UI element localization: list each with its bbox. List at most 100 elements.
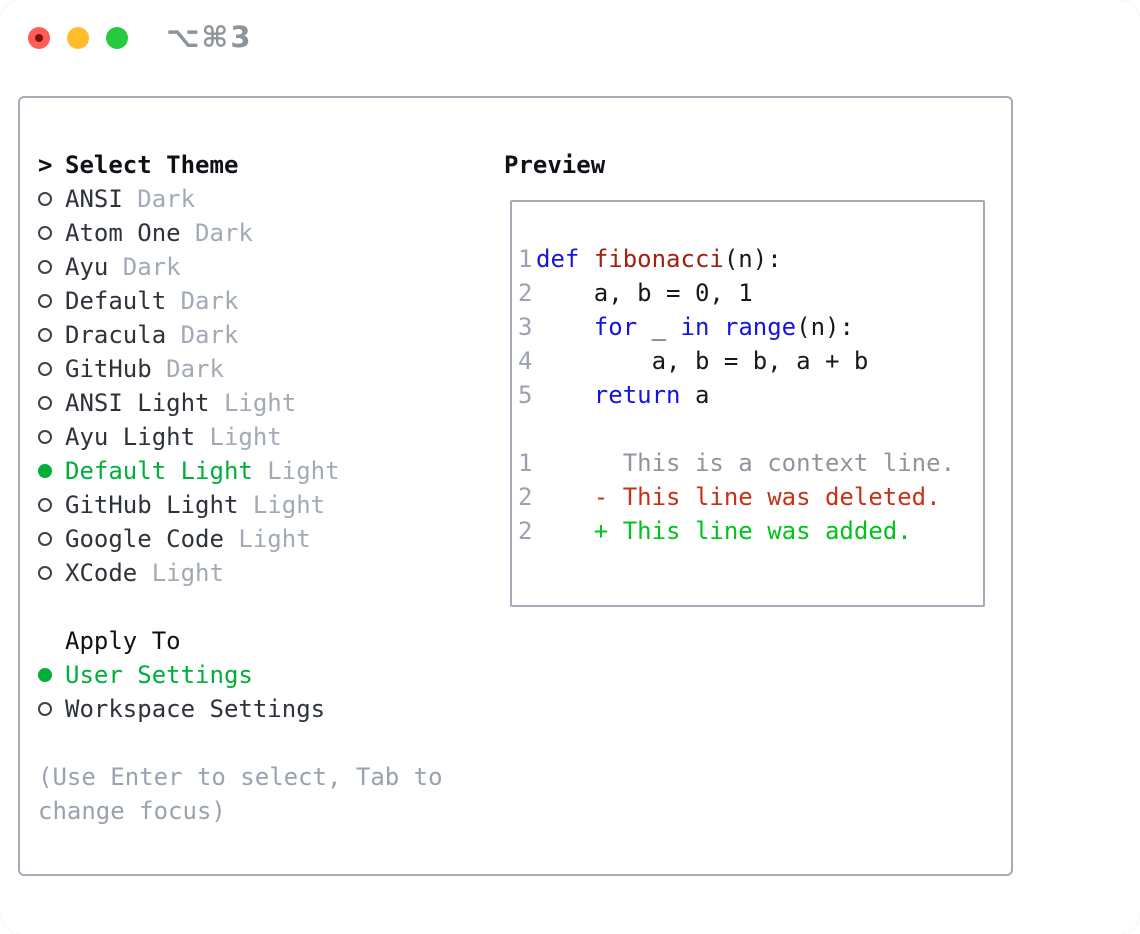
theme-variant-tag: Light — [137, 559, 224, 587]
theme-option[interactable]: GitHub Dark — [38, 352, 443, 386]
diff-text: This is a context line. — [536, 449, 956, 477]
theme-name: Dracula — [65, 321, 167, 349]
radio-unselected-icon — [38, 294, 52, 308]
theme-name: Google Code — [65, 525, 224, 553]
theme-name: Default Light — [65, 457, 253, 485]
radio-unselected-icon — [38, 566, 52, 580]
theme-option[interactable]: Default Dark — [38, 284, 443, 318]
theme-option[interactable]: Google Code Light — [38, 522, 443, 556]
radio-unselected-icon — [38, 328, 52, 342]
theme-variant-tag: Dark — [180, 219, 253, 247]
code-line: 5 return a — [518, 378, 983, 412]
code-token: _ — [637, 313, 681, 341]
code-token — [579, 245, 593, 273]
line-number: 4 — [518, 347, 533, 375]
spacer — [38, 590, 443, 624]
titlebar: ⌥⌘3 — [0, 0, 1140, 76]
theme-variant-tag: Light — [195, 423, 282, 451]
theme-variant-tag: Light — [209, 389, 297, 417]
theme-name: Ayu — [65, 253, 109, 281]
apply-option[interactable]: Workspace Settings — [38, 692, 443, 726]
theme-variant-tag: Light — [223, 525, 311, 553]
theme-variant-tag: Dark — [108, 253, 181, 281]
code-line: 4 a, b = b, a + b — [518, 344, 983, 378]
theme-option[interactable]: Dracula Dark — [38, 318, 443, 352]
close-button[interactable] — [28, 27, 50, 49]
radio-unselected-icon — [38, 498, 52, 512]
theme-option[interactable]: XCode Light — [38, 556, 443, 590]
radio-selected-icon — [38, 464, 52, 478]
theme-variant-tag: Dark — [151, 355, 224, 383]
code-token — [536, 313, 594, 341]
close-dot-icon — [35, 34, 43, 42]
apply-option[interactable]: User Settings — [38, 658, 443, 692]
line-number: 2 — [518, 517, 533, 545]
radio-unselected-icon — [38, 192, 52, 206]
code-token — [709, 313, 723, 341]
code-line: 2 a, b = 0, 1 — [518, 276, 983, 310]
line-number: 3 — [518, 313, 533, 341]
code-token: for — [593, 313, 638, 341]
code-token: (n): — [723, 245, 782, 273]
apply-option-label: User Settings — [65, 661, 253, 689]
radio-unselected-icon — [38, 532, 52, 546]
code-token: in — [680, 313, 710, 341]
spacer — [518, 412, 983, 446]
code-token: def — [536, 245, 580, 273]
line-number: 5 — [518, 381, 533, 409]
radio-unselected-icon — [38, 362, 52, 376]
keyboard-shortcut-label: ⌥⌘3 — [166, 20, 253, 54]
theme-option[interactable]: Ayu Dark — [38, 250, 443, 284]
select-theme-title: Select Theme — [65, 151, 239, 179]
code-line: 3 for _ in range(n): — [518, 310, 983, 344]
theme-option[interactable]: GitHub Light Light — [38, 488, 443, 522]
apply-to-header: Apply To — [38, 624, 443, 658]
code-token: (n): — [796, 313, 854, 341]
theme-option[interactable]: Atom One Dark — [38, 216, 443, 250]
zoom-button[interactable] — [106, 27, 128, 49]
theme-variant-tag: Dark — [166, 287, 239, 315]
diff-line: 2 + This line was added. — [518, 514, 983, 548]
theme-option[interactable]: Ayu Light Light — [38, 420, 443, 454]
theme-name: XCode — [65, 559, 138, 587]
radio-unselected-icon — [38, 260, 52, 274]
hint-text-line-2: change focus) — [38, 797, 226, 825]
theme-variant-tag: Dark — [122, 185, 196, 213]
theme-name: Atom One — [65, 219, 181, 247]
theme-option[interactable]: ANSI Dark — [38, 182, 443, 216]
radio-unselected-icon — [38, 430, 52, 444]
code-token: range — [723, 313, 797, 341]
spacer — [38, 726, 443, 760]
radio-selected-icon — [38, 668, 52, 682]
diff-line: 1 This is a context line. — [518, 446, 983, 480]
theme-name: GitHub Light — [65, 491, 239, 519]
code-token — [536, 381, 594, 409]
diff-text: - This line was deleted. — [536, 483, 941, 511]
theme-name: Default — [65, 287, 167, 315]
code-token: return — [593, 381, 681, 409]
theme-variant-tag: Light — [238, 491, 326, 519]
theme-option[interactable]: ANSI Light Light — [38, 386, 443, 420]
diff-text: + This line was added. — [536, 517, 912, 545]
prompt-icon: > — [38, 151, 53, 179]
minimize-button[interactable] — [67, 27, 89, 49]
radio-unselected-icon — [38, 702, 52, 716]
apply-to-title: Apply To — [65, 627, 181, 655]
theme-name: ANSI Light — [65, 389, 210, 417]
radio-unselected-icon — [38, 226, 52, 240]
line-number: 2 — [518, 483, 533, 511]
theme-name: GitHub — [65, 355, 152, 383]
apply-option-label: Workspace Settings — [65, 695, 326, 723]
theme-option[interactable]: Default Light Light — [38, 454, 443, 488]
diff-line: 2 - This line was deleted. — [518, 480, 983, 514]
theme-name: ANSI — [65, 185, 123, 213]
line-number: 1 — [518, 449, 533, 477]
radio-unselected-icon — [38, 396, 52, 410]
line-number: 2 — [518, 279, 533, 307]
